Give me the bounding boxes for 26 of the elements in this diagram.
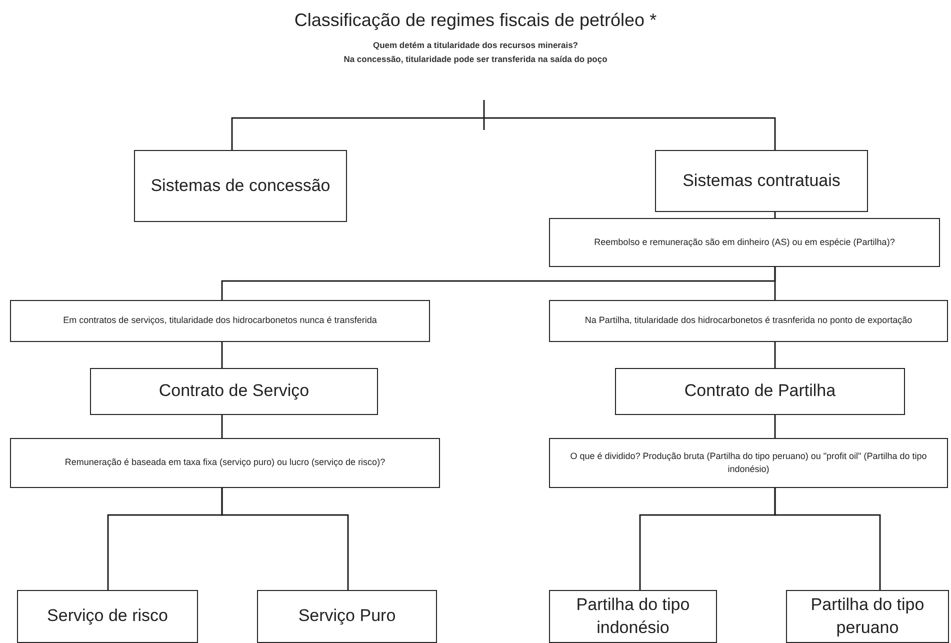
category-box: Serviço Puro bbox=[257, 590, 437, 643]
question-box: Em contratos de serviços, titularidade dos hidrocarbonetos nunca é transferida bbox=[10, 300, 430, 342]
connector-line bbox=[774, 342, 776, 368]
category-box: Contrato de Partilha bbox=[615, 368, 905, 415]
connector-line bbox=[483, 117, 776, 150]
diagram-title: Classificação de regimes fiscais de petróleo * bbox=[293, 10, 658, 31]
category-box: Contrato de Serviço bbox=[90, 368, 378, 415]
category-box: Sistemas de concessão bbox=[134, 150, 347, 222]
connector-line bbox=[221, 342, 223, 368]
category-box: Serviço de risco bbox=[17, 590, 198, 643]
connector-line bbox=[774, 267, 776, 300]
category-box: Sistemas contratuais bbox=[655, 150, 868, 212]
connector-line bbox=[231, 117, 485, 150]
connector-line bbox=[774, 212, 776, 218]
connector-line bbox=[221, 488, 349, 590]
question-text: Na concessão, titularidade pode ser transferida na saída do poço bbox=[344, 54, 608, 64]
question-box: O que é dividido? Produção bruta (Partilha do tipo peruano) ou "profit oil" (Partilha do tipo indonésio) bbox=[549, 438, 948, 488]
question-text: Quem detém a titularidade dos recursos minerais? bbox=[372, 40, 578, 50]
question-box: Remuneração é baseada em taxa fixa (serviço puro) ou lucro (serviço de risco)? bbox=[10, 438, 440, 488]
question-box: Na Partilha, titularidade dos hidrocarbonetos é trasnferida no ponto de exportação bbox=[549, 300, 948, 342]
category-box: Partilha do tipo indonésio bbox=[549, 590, 717, 643]
connector-line bbox=[774, 488, 881, 590]
question-box: Reembolso e remuneração são em dinheiro (AS) ou em espécie (Partilha)? bbox=[549, 218, 940, 267]
category-box: Partilha do tipo peruano bbox=[786, 590, 949, 643]
connector-line bbox=[774, 415, 776, 438]
connector-line bbox=[221, 415, 223, 438]
